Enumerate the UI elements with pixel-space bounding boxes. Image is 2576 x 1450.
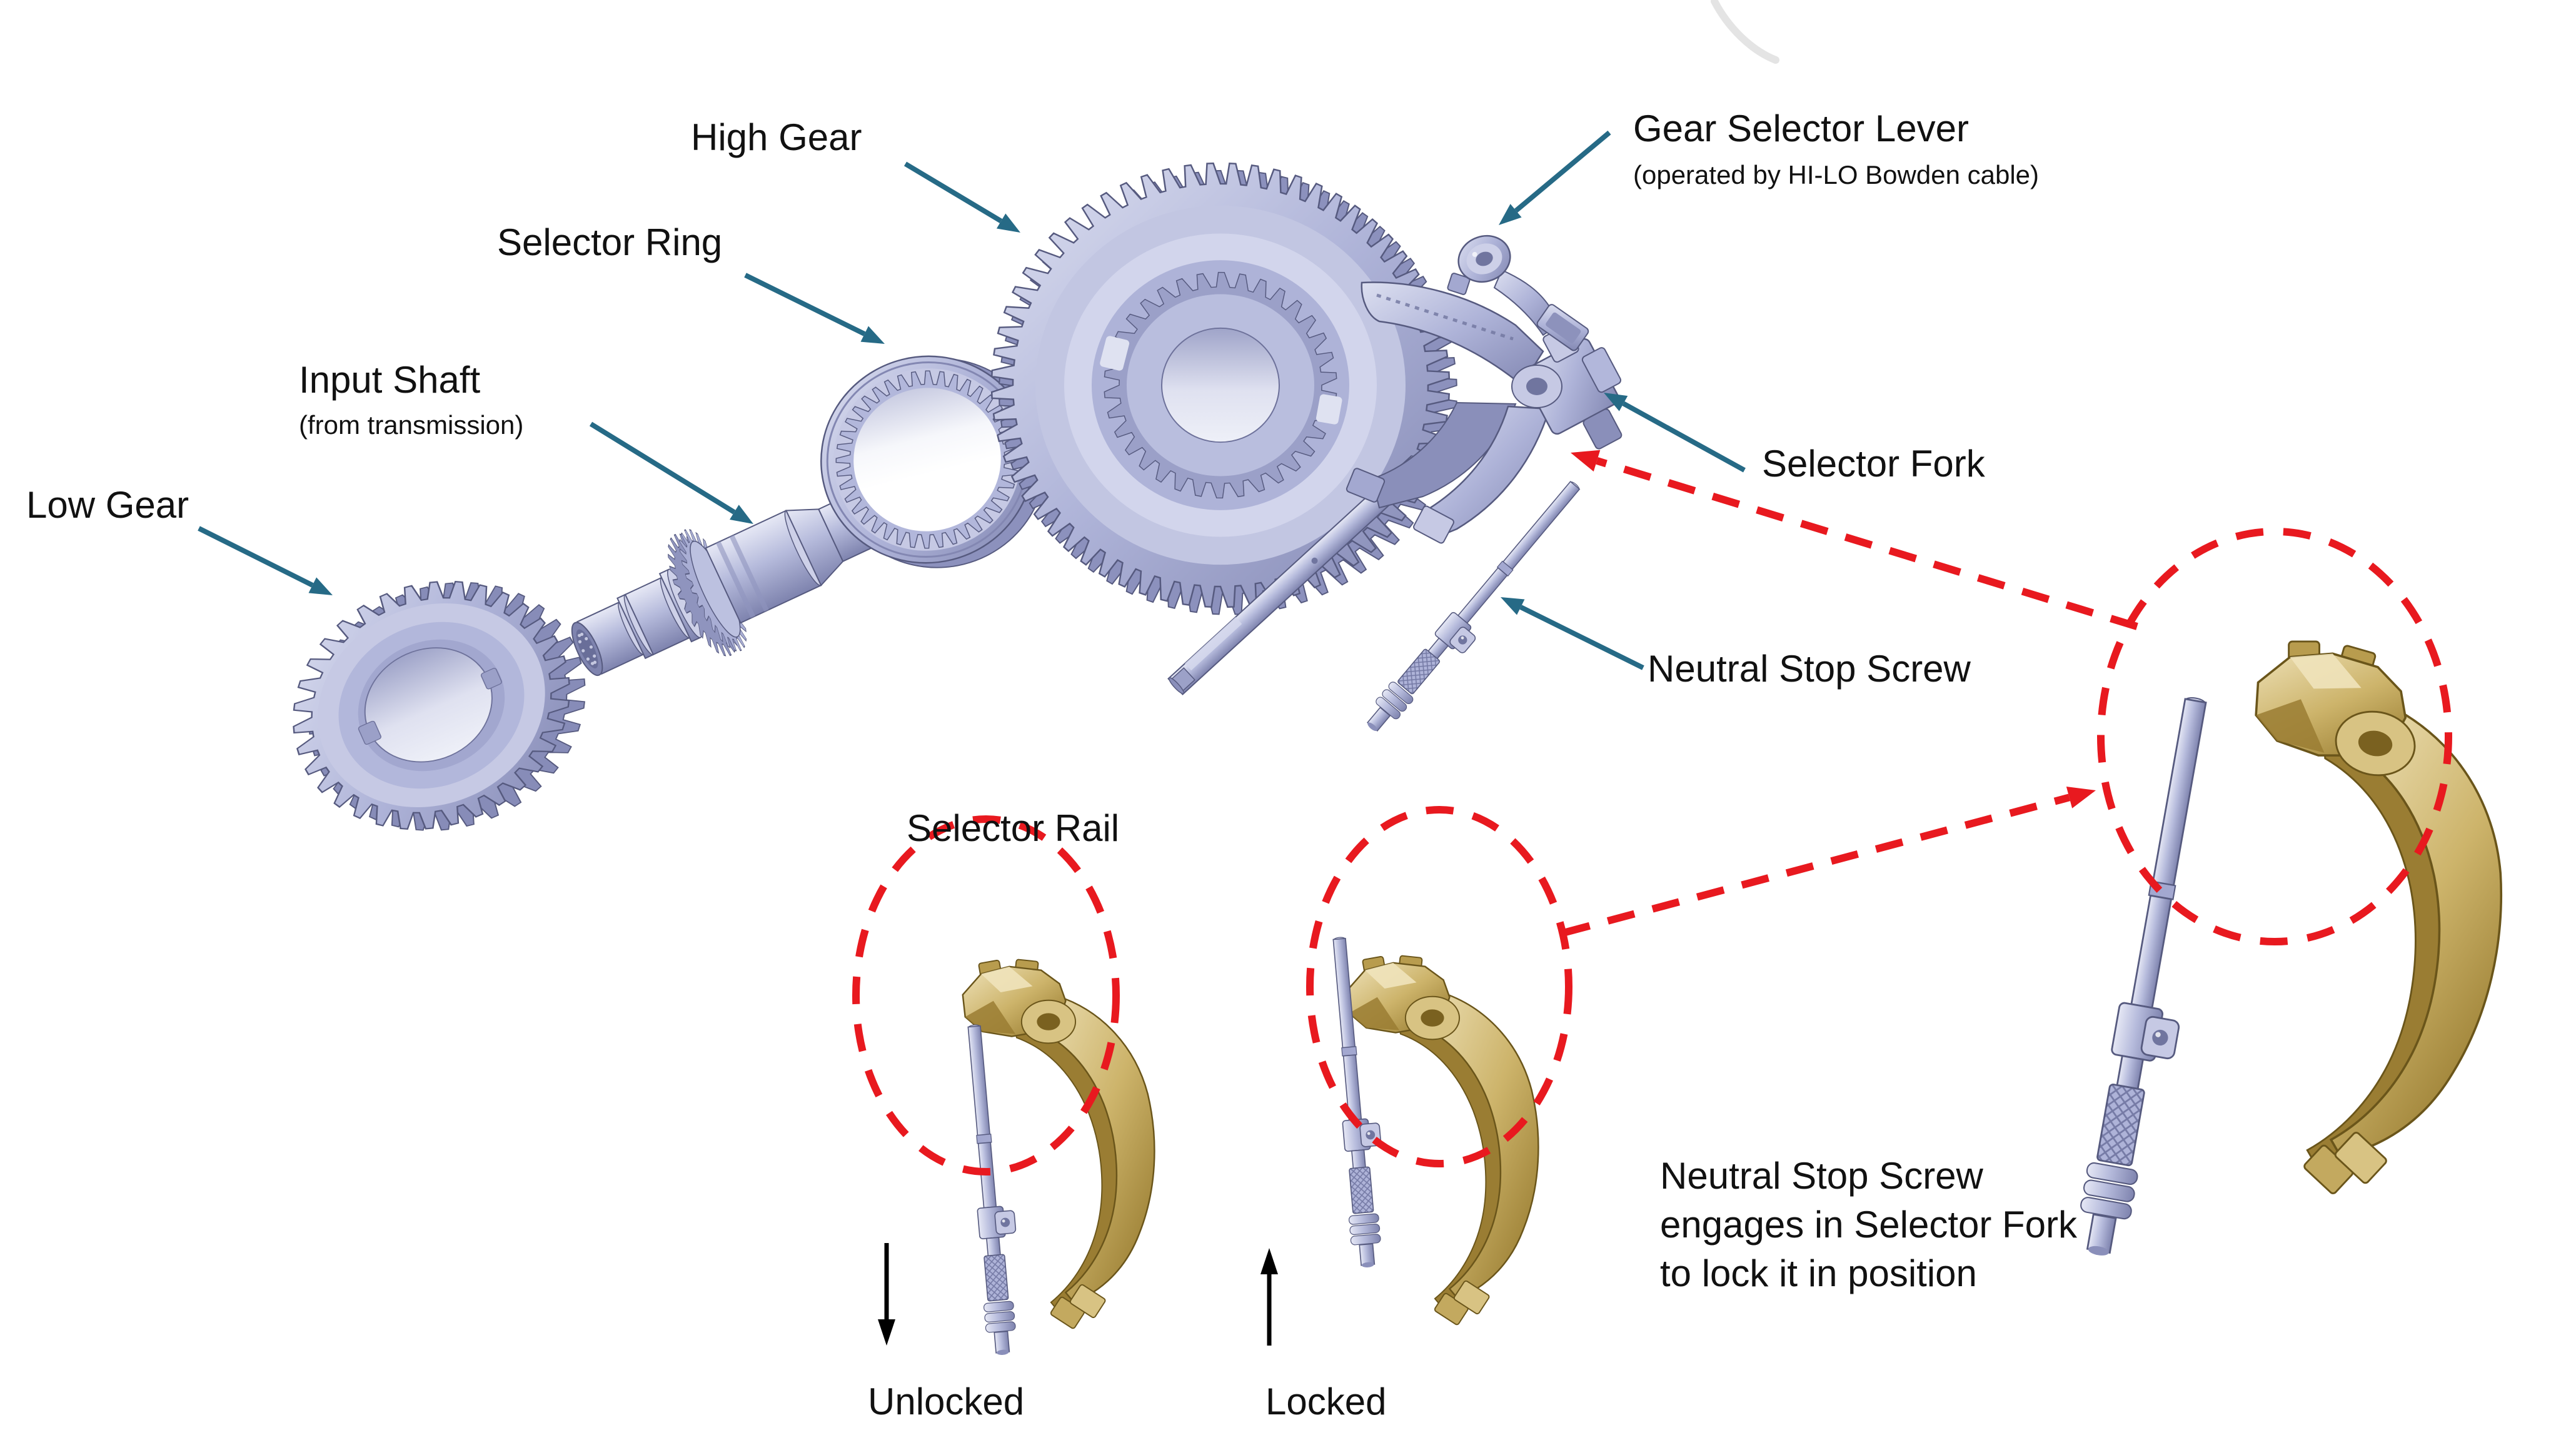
arrow-high-gear bbox=[903, 161, 1020, 233]
detail-fork-3d bbox=[2255, 640, 2503, 1194]
arrow-selector-fork bbox=[1604, 393, 1746, 473]
label-selector-rail: Selector Rail bbox=[907, 807, 1120, 849]
low-gear-3d bbox=[293, 581, 586, 831]
gear-selector-lever-eye bbox=[1457, 234, 1511, 283]
arrow-neutral-stop-screw bbox=[1501, 597, 1644, 670]
selector-rail-3d bbox=[1167, 455, 1427, 695]
selector-ring-3d bbox=[820, 355, 1047, 568]
high-gear-3d bbox=[990, 162, 1457, 615]
gear-selector-lever-3d bbox=[1447, 234, 1589, 351]
label-high-gear: High Gear bbox=[691, 116, 862, 158]
arrow-input-shaft bbox=[589, 421, 753, 524]
unlocked-fork-3d bbox=[962, 959, 1155, 1329]
unlocked-screw-3d bbox=[967, 1024, 1017, 1355]
note-line-3: to lock it in position bbox=[1660, 1252, 1977, 1294]
label-input-shaft-sub: (from transmission) bbox=[299, 410, 524, 440]
locked-fork-3d bbox=[1346, 955, 1539, 1326]
note-line-2: engages in Selector Fork bbox=[1660, 1204, 2078, 1246]
label-gear-selector-lever-sub: (operated by HI-LO Bowden cable) bbox=[1633, 160, 2040, 189]
arrow-locked-direction bbox=[1260, 1248, 1278, 1346]
arrow-gear-selector-lever bbox=[1499, 130, 1611, 225]
background-swoosh-mark bbox=[1711, 0, 1779, 64]
label-neutral-stop-screw: Neutral Stop Screw bbox=[1648, 648, 1971, 690]
arrow-low-gear bbox=[198, 526, 333, 595]
detail-rail-3d bbox=[2080, 697, 2207, 1256]
label-unlocked: Unlocked bbox=[868, 1381, 1025, 1422]
neutral-stop-screw-3d bbox=[1367, 481, 1581, 732]
note-neutral-stop-screw: Neutral Stop Screw engages in Selector F… bbox=[1660, 1152, 2077, 1298]
zoom-circle-locked bbox=[1306, 806, 1572, 1167]
zoom-circle-unlocked bbox=[852, 815, 1120, 1176]
label-selector-fork: Selector Fork bbox=[1762, 443, 1985, 485]
arrow-unlocked-direction bbox=[878, 1243, 895, 1346]
label-locked: Locked bbox=[1265, 1381, 1387, 1422]
zoom-circle-detail bbox=[2097, 528, 2452, 945]
label-low-gear: Low Gear bbox=[26, 484, 189, 526]
label-gear-selector-lever: Gear Selector Lever bbox=[1633, 108, 1969, 149]
arrow-selector-ring bbox=[744, 273, 885, 344]
note-line-1: Neutral Stop Screw bbox=[1660, 1155, 1983, 1197]
label-input-shaft: Input Shaft bbox=[299, 359, 481, 401]
label-selector-ring: Selector Ring bbox=[497, 221, 723, 263]
gear-selector-lever-blade bbox=[1536, 304, 1589, 351]
locked-screw-3d bbox=[1332, 937, 1382, 1267]
